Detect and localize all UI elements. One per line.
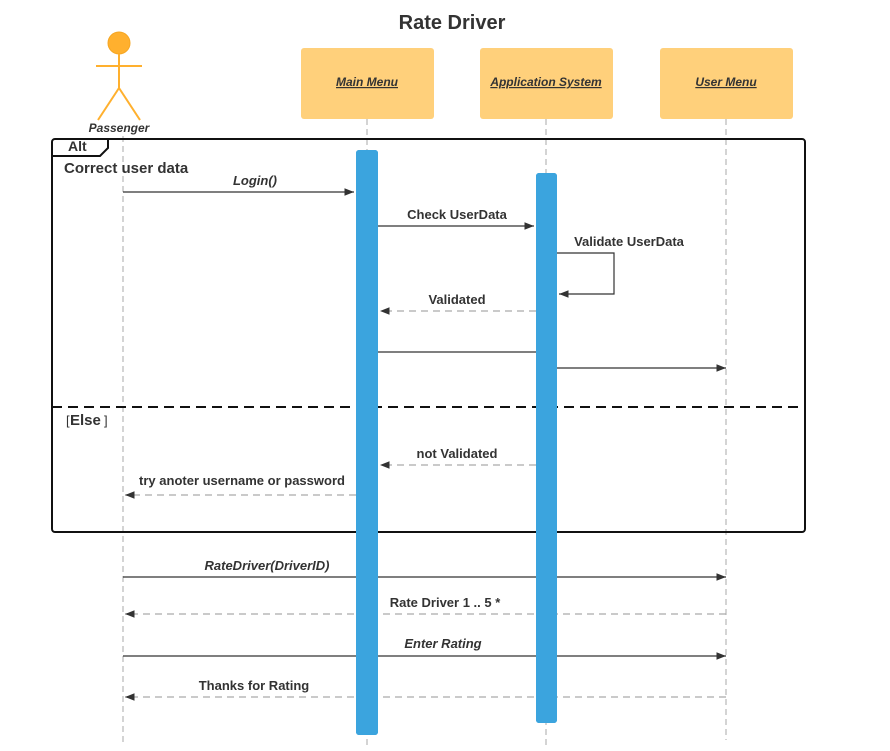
alt-guard-label: Correct user data — [64, 160, 189, 177]
object-label-user-menu: User Menu — [695, 75, 757, 89]
object-box-application-system — [480, 48, 613, 119]
else-bracket-close: ] — [104, 413, 108, 428]
message-login-label: Login() — [233, 173, 277, 188]
message-rate-driver-range-label: Rate Driver 1 .. 5 * — [390, 595, 501, 610]
message-enter-rating-label: Enter Rating — [404, 636, 481, 651]
object-label-application-system: Application System — [489, 75, 602, 89]
message-not-validated-label: not Validated — [417, 446, 498, 461]
message-rate-driver-label: RateDriver(DriverID) — [205, 558, 330, 573]
object-label-main-menu: Main Menu — [336, 75, 399, 89]
activation-main-menu-overlay — [356, 150, 378, 735]
message-validated-label: Validated — [428, 292, 485, 307]
message-validate-userdata-label: Validate UserData — [574, 234, 685, 249]
alt-fragment — [51, 138, 806, 533]
actor-label: Passenger — [89, 121, 151, 135]
message-check-userdata-label: Check UserData — [407, 207, 507, 222]
activation-application-system-overlay — [536, 173, 557, 723]
object-box-main-menu — [301, 48, 434, 119]
alt-fragment-tab — [52, 139, 109, 157]
message-thanks-label: Thanks for Rating — [199, 678, 310, 693]
else-bracket-open: [ — [66, 413, 70, 428]
alt-fragment-tab-label: Alt — [68, 138, 87, 154]
else-label: Else — [70, 412, 101, 429]
diagram-title: Rate Driver — [399, 12, 506, 34]
message-try-another-label: try anoter username or password — [139, 473, 345, 488]
passenger-actor-icon — [96, 31, 142, 121]
object-box-user-menu — [660, 48, 793, 119]
message-validate-userdata-arrow — [557, 252, 615, 298]
